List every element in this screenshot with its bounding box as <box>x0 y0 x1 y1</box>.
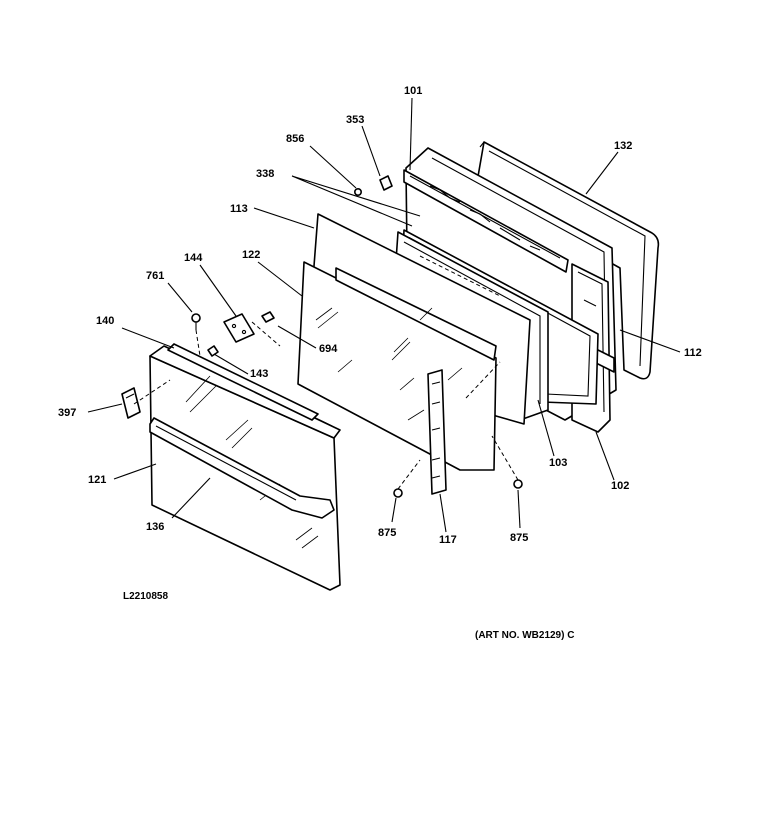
part-140-trim <box>167 343 319 421</box>
part-761-screw <box>191 313 201 330</box>
callout-101: 101 <box>404 85 422 97</box>
callout-143: 143 <box>250 368 268 380</box>
callout-136: 136 <box>146 521 164 533</box>
callout-875-left: 875 <box>378 527 396 539</box>
callout-397: 397 <box>58 407 76 419</box>
part-122-outer-glass <box>297 261 497 471</box>
part-875-screw-left <box>393 488 403 498</box>
callout-122: 122 <box>242 249 260 261</box>
callout-856: 856 <box>286 133 304 145</box>
callout-140: 140 <box>96 315 114 327</box>
callout-121: 121 <box>88 474 106 486</box>
callout-338: 338 <box>256 168 274 180</box>
part-117-latch-bracket <box>427 369 447 495</box>
leader-lines <box>87 97 681 533</box>
art-number: (ART NO. WB2129) C <box>475 630 574 641</box>
part-353-clip <box>379 175 393 191</box>
callout-144: 144 <box>184 252 203 264</box>
callout-761: 761 <box>146 270 164 282</box>
callout-117: 117 <box>439 534 457 546</box>
callout-112: 112 <box>684 347 702 359</box>
drawing-number: L2210858 <box>123 591 168 602</box>
callout-labels: 101 353 856 132 338 113 122 144 761 140 … <box>58 85 702 546</box>
part-144-hinge-plate <box>207 311 275 357</box>
callout-875-right: 875 <box>510 532 528 544</box>
part-397-clip <box>121 387 141 419</box>
callout-132: 132 <box>614 140 632 152</box>
part-136-handle <box>149 417 335 519</box>
part-875-screw-right <box>513 479 523 489</box>
callout-103: 103 <box>549 457 567 469</box>
callout-113: 113 <box>230 203 248 215</box>
callout-102: 102 <box>611 480 629 492</box>
callout-353: 353 <box>346 114 364 126</box>
callout-694: 694 <box>319 343 338 355</box>
part-856-screw <box>353 188 362 197</box>
